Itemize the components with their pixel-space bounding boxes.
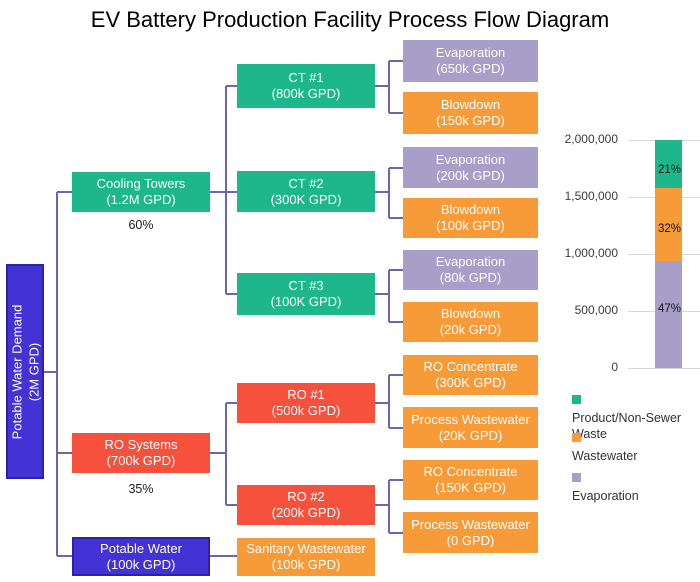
node-blowdown-ct1: Blowdown (150k GPD): [403, 92, 538, 134]
node-potable-water-demand: Potable Water Demand (2M GPD): [6, 264, 44, 479]
legend-swatch-wastewater-icon: [572, 433, 581, 442]
y-axis-tick-label: 0: [611, 360, 618, 374]
node-cooling-towers: Cooling Towers (1.2M GPD): [72, 172, 210, 212]
legend-item-evaporation: Evaporation: [572, 470, 700, 506]
pct-label-ro-systems: 35%: [128, 482, 154, 496]
node-evaporation-ct3: Evaporation (80k GPD): [403, 250, 538, 290]
gridline: [628, 368, 700, 369]
bar-pct-label-evaporation: 47%: [657, 303, 681, 315]
legend-swatch-product-icon: [572, 395, 581, 404]
legend-label-product: Product/Non-Sewer Waste: [572, 411, 682, 441]
legend-label-evaporation: Evaporation: [572, 489, 639, 503]
node-ct-3: CT #3 (100K GPD): [237, 273, 375, 315]
node-blowdown-ct2: Blowdown (100k GPD): [403, 198, 538, 238]
node-ro-concentrate-ro1: RO Concentrate (300K GPD): [403, 355, 538, 395]
legend-item-wastewater: Wastewater: [572, 430, 700, 466]
y-axis-tick-label: 500,000: [574, 303, 618, 317]
node-ro-concentrate-ro2: RO Concentrate (150K GPD): [403, 460, 538, 500]
node-evaporation-ct1: Evaporation (650k GPD): [403, 40, 538, 82]
bar-segment-product-non-sewer-waste: [655, 140, 682, 188]
y-axis-tick-label: 2,000,000: [564, 132, 618, 146]
node-ro-1: RO #1 (500k GPD): [237, 383, 375, 423]
y-axis-tick-label: 1,000,000: [564, 246, 618, 260]
legend-item-product: Product/Non-Sewer Waste: [572, 392, 700, 442]
node-potable-water: Potable Water (100k GPD): [72, 537, 210, 576]
bar-pct-label-product: 21%: [657, 164, 681, 176]
node-evaporation-ct2: Evaporation (200k GPD): [403, 147, 538, 188]
node-ct-2: CT #2 (300K GPD): [237, 171, 375, 212]
legend-label-wastewater: Wastewater: [572, 449, 638, 463]
node-ro-2: RO #2 (200k GPD): [237, 485, 375, 525]
node-blowdown-ct3: Blowdown (20k GPD): [403, 302, 538, 342]
node-ro-systems: RO Systems (700k GPD): [72, 433, 210, 473]
node-sanitary-wastewater: Sanitary Wastewater (100k GPD): [237, 538, 375, 576]
legend-swatch-evaporation-icon: [572, 473, 581, 482]
bar-segment-evaporation: [655, 261, 682, 368]
bar-segment-wastewater: [655, 188, 682, 261]
node-process-wastewater-ro1: Process Wastewater (20K GPD): [403, 407, 538, 448]
node-potable-water-demand-label: Potable Water Demand (2M GPD): [9, 304, 42, 439]
bar-pct-label-wastewater: 32%: [657, 223, 681, 235]
pct-label-cooling-towers: 60%: [128, 218, 154, 232]
node-process-wastewater-ro2: Process Wastewater (0 GPD): [403, 512, 538, 553]
node-ct-1: CT #1 (800k GPD): [237, 64, 375, 108]
y-axis-tick-label: 1,500,000: [564, 189, 618, 203]
page-title: EV Battery Production Facility Process F…: [90, 7, 610, 32]
connector-path: [44, 60, 403, 557]
